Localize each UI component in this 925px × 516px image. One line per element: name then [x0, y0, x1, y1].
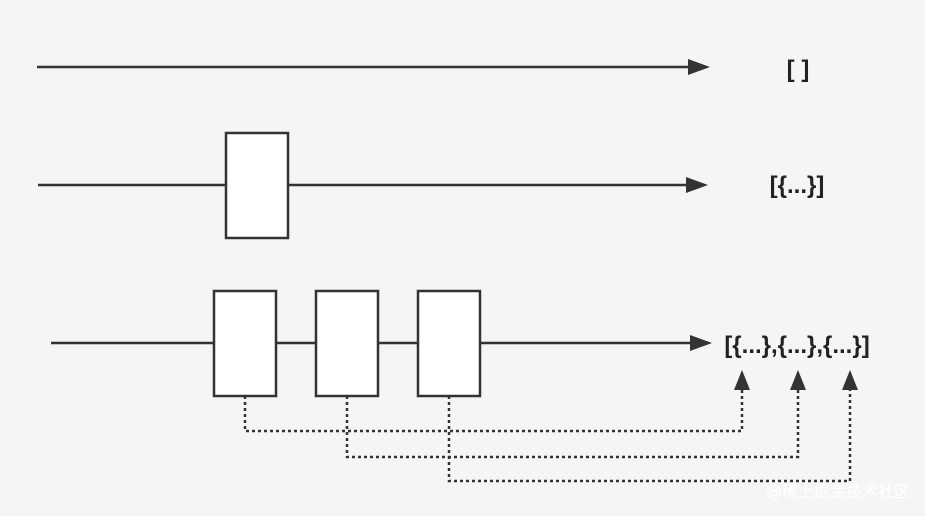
- result-label-row2: [{...}]: [770, 172, 825, 199]
- up-arrow-icon: [790, 370, 806, 390]
- connector-box2-to-item2: [345, 385, 800, 459]
- event-box: [314, 289, 380, 398]
- event-box: [212, 289, 278, 398]
- up-arrow-icon: [842, 370, 858, 390]
- timeline-arrowhead-row2: [686, 177, 708, 193]
- timeline-arrowhead-row1: [688, 59, 710, 75]
- result-label-row1: [ ]: [787, 56, 810, 83]
- event-box: [416, 289, 482, 398]
- row-empty-stream: [ ]: [37, 56, 809, 83]
- connector-box1-to-item1: [243, 385, 744, 433]
- result-label-row3: [{...},{...},{...}]: [724, 332, 869, 359]
- connector-arrowheads: [734, 370, 858, 390]
- watermark-text: @稀土掘金技术社区: [766, 482, 910, 501]
- row-single-item-stream: [{...}]: [38, 131, 825, 240]
- event-box: [224, 131, 290, 240]
- dotted-connectors: [243, 385, 852, 483]
- timeline-arrowhead-row3: [690, 335, 712, 351]
- up-arrow-icon: [734, 370, 750, 390]
- connector-box3-to-item3: [447, 385, 852, 483]
- row-multi-item-stream: [{...},{...},{...}]: [51, 289, 870, 398]
